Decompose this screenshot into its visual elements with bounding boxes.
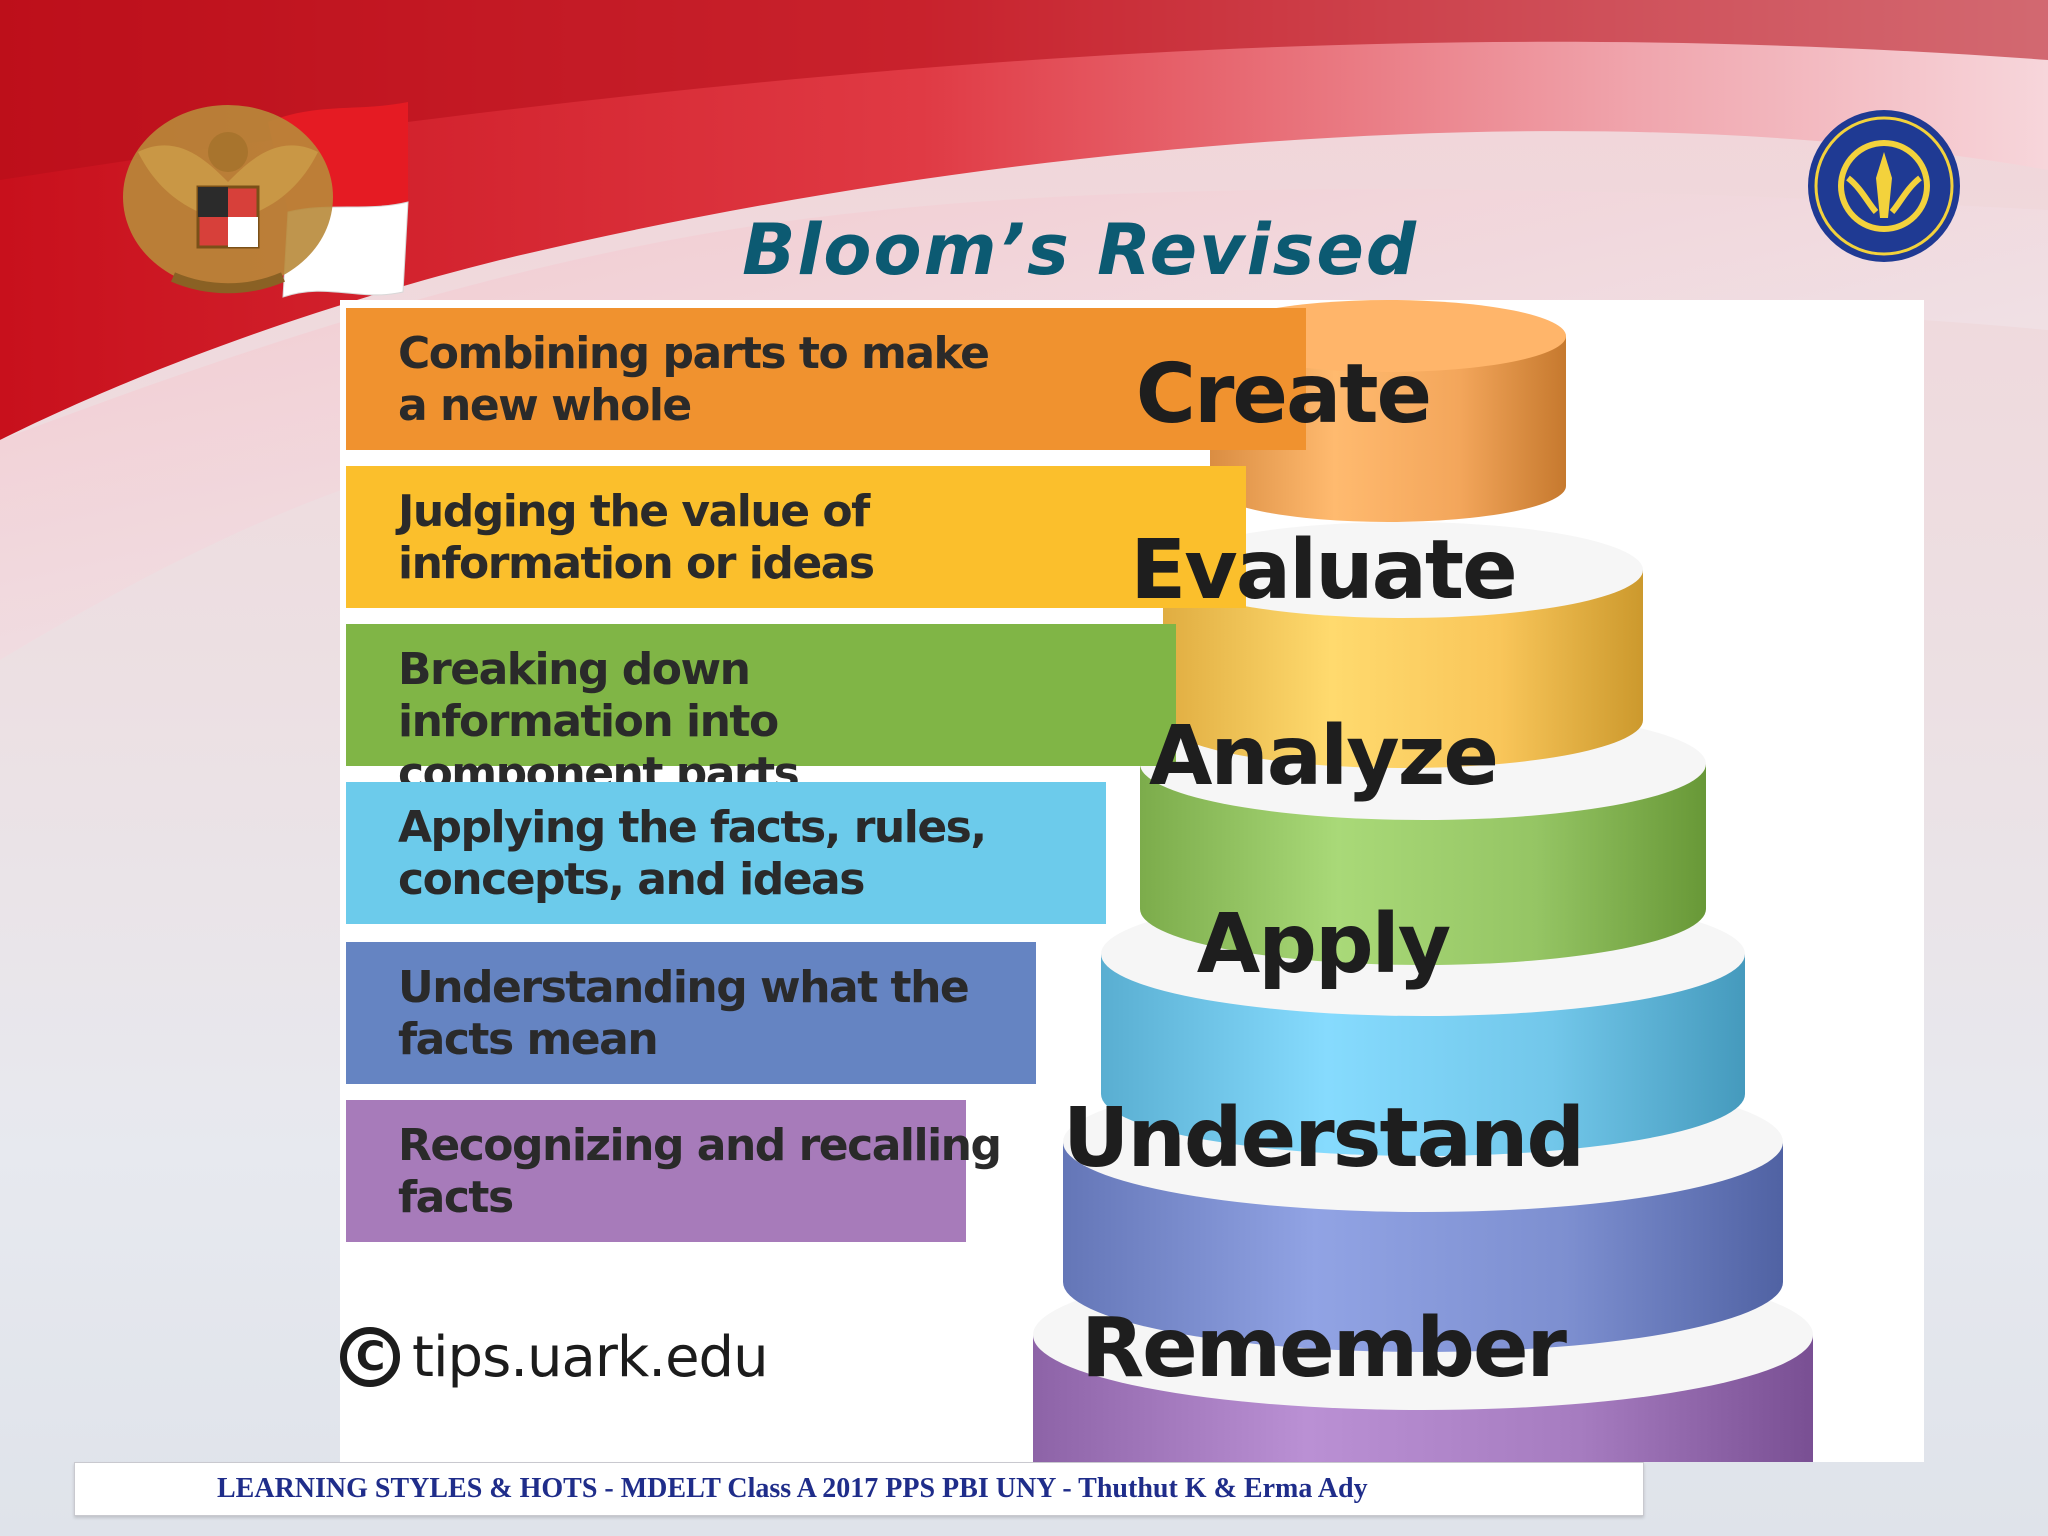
description-remember: Recognizing and recalling facts <box>398 1120 1002 1223</box>
level-label-create: Create <box>1135 347 1432 442</box>
description-create: Combining parts to make a new whole <box>398 328 990 431</box>
description-understand: Understanding what the facts mean <box>398 962 970 1065</box>
level-label-evaluate: Evaluate <box>1130 523 1517 618</box>
description-bar-analyze: Breaking down information into component… <box>346 624 1176 799</box>
description-bar-remember: Recognizing and recalling facts <box>346 1100 1002 1242</box>
tier-side-evaluate <box>1163 570 1643 768</box>
description-bar-evaluate: Judging the value of information or idea… <box>346 466 1246 608</box>
copyright-icon: C <box>340 1327 400 1387</box>
description-bar-apply: Applying the facts, rules, concepts, and… <box>346 782 1106 924</box>
level-label-analyze: Analyze <box>1148 709 1499 804</box>
level-label-understand: Understand <box>1062 1091 1585 1186</box>
slide-title: Bloom’s Revised Taxonomy <box>742 209 1418 391</box>
description-bar-create: Combining parts to make a new whole <box>346 308 1306 450</box>
footer-text: LEARNING STYLES & HOTS - MDELT Class A 2… <box>217 1473 1368 1504</box>
tier-top-evaluate <box>1163 522 1643 618</box>
credit-source: tips.uark.edu <box>412 1324 769 1390</box>
level-label-apply: Apply <box>1196 897 1451 992</box>
description-analyze: Breaking down information into component… <box>398 644 800 799</box>
level-label-remember: Remember <box>1080 1301 1567 1396</box>
tier-side-analyze <box>1140 764 1706 965</box>
garuda-emblem-with-flag <box>123 102 409 298</box>
stacked-cake-graphic <box>1033 300 1813 1462</box>
description-apply: Applying the facts, rules, concepts, and… <box>398 802 987 905</box>
footer-bar: LEARNING STYLES & HOTS - MDELT Class A 2… <box>74 1462 1644 1516</box>
bloom-taxonomy-figure: Combining parts to make a new whole Judg… <box>340 300 1924 1462</box>
description-evaluate: Judging the value of information or idea… <box>398 486 875 589</box>
description-bar-understand: Understanding what the facts mean <box>346 942 1036 1084</box>
image-credit: C tips.uark.edu <box>340 1312 769 1402</box>
tier-evaluate <box>1163 522 1643 768</box>
university-seal <box>1808 110 1960 262</box>
